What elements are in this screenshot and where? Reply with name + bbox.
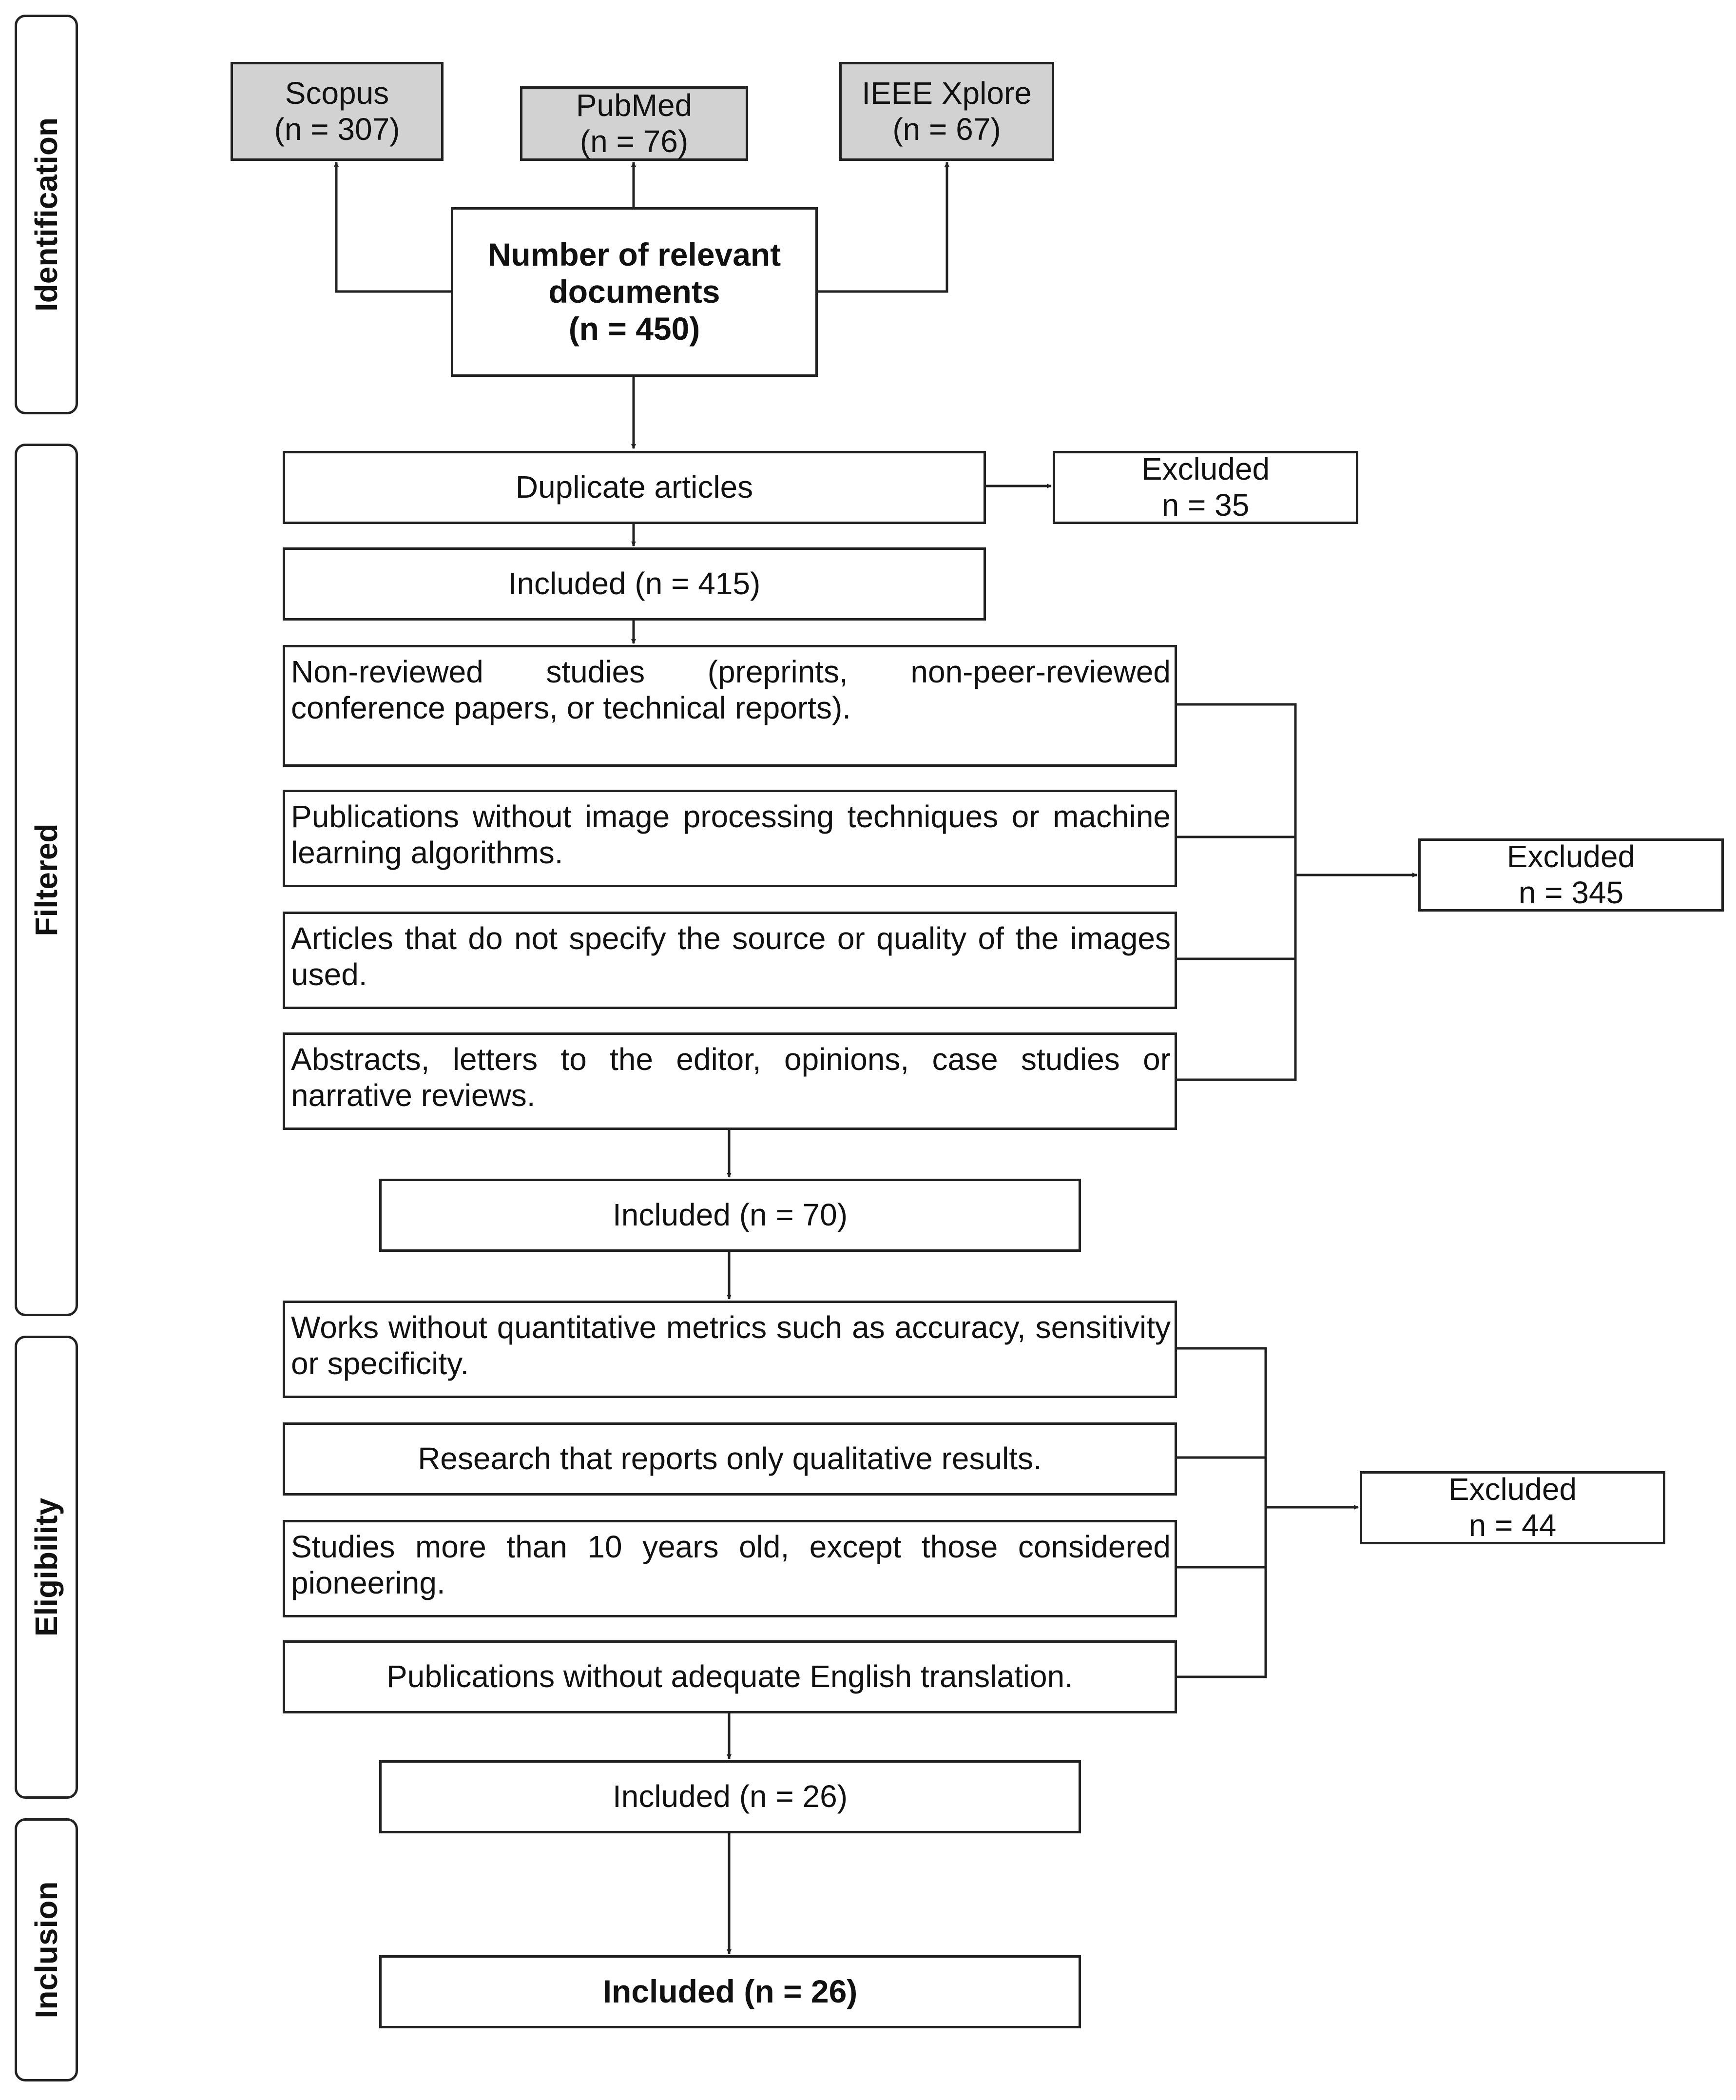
excluded-eligibility: Excluded n = 44 — [1360, 1471, 1665, 1544]
excluded-duplicates-count: n = 35 — [1161, 487, 1250, 523]
stage-inclusion: Inclusion — [15, 1818, 78, 2081]
included-after-filter-label: Included (n = 70) — [612, 1197, 848, 1233]
source-scopus-name: Scopus — [285, 75, 389, 111]
eligibility-criterion-1: Works without quantitative metrics such … — [283, 1301, 1177, 1398]
source-pubmed-count: (n = 76) — [579, 123, 689, 159]
included-after-eligibility: Included (n = 26) — [379, 1760, 1081, 1833]
final-included-label: Included (n = 26) — [602, 1973, 858, 2010]
excluded-filtered-count: n = 345 — [1518, 875, 1624, 910]
included-after-eligibility-label: Included (n = 26) — [612, 1779, 848, 1814]
source-pubmed: PubMed (n = 76) — [520, 86, 748, 161]
filter-criterion-2: Publications without image processing te… — [283, 790, 1177, 887]
eligibility-bracket — [1175, 1347, 1267, 1678]
eligibility-criterion-4-text: Publications without adequate English tr… — [386, 1659, 1073, 1694]
duplicate-articles-label: Duplicate articles — [515, 469, 753, 505]
stage-identification: Identification — [15, 15, 78, 414]
eligibility-criterion-3-text: Studies more than 10 years old, except t… — [291, 1529, 1171, 1600]
arrow-to-scopus — [334, 162, 451, 293]
filter-criterion-2-text: Publications without image processing te… — [291, 799, 1171, 870]
filter-criterion-3-text: Articles that do not specify the source … — [291, 921, 1171, 992]
eligibility-criterion-2: Research that reports only qualitative r… — [283, 1422, 1177, 1496]
relevant-documents: Number of relevant documents (n = 450) — [451, 207, 818, 377]
source-ieee: IEEE Xplore (n = 67) — [839, 62, 1054, 161]
filter-bracket — [1175, 703, 1297, 1081]
source-pubmed-name: PubMed — [576, 87, 693, 123]
excluded-duplicates-label: Excluded — [1141, 451, 1270, 487]
final-included: Included (n = 26) — [379, 1955, 1081, 2028]
source-ieee-name: IEEE Xplore — [862, 75, 1032, 111]
included-after-duplicates: Included (n = 415) — [283, 547, 986, 621]
excluded-duplicates: Excluded n = 35 — [1053, 451, 1358, 524]
included-after-duplicates-label: Included (n = 415) — [508, 566, 761, 602]
filter-criterion-4-text: Abstracts, letters to the editor, opinio… — [291, 1042, 1171, 1113]
source-scopus: Scopus (n = 307) — [231, 62, 444, 161]
relevant-count: (n = 450) — [568, 310, 700, 347]
excluded-filtered: Excluded n = 345 — [1418, 838, 1724, 912]
filter-criterion-3: Articles that do not specify the source … — [283, 912, 1177, 1009]
excluded-eligibility-count: n = 44 — [1468, 1508, 1557, 1543]
filter-criterion-1-text: Non-reviewed studies (preprints, non-pee… — [291, 654, 1171, 725]
source-ieee-count: (n = 67) — [892, 111, 1001, 147]
included-after-filter: Included (n = 70) — [379, 1179, 1081, 1252]
eligibility-criterion-3: Studies more than 10 years old, except t… — [283, 1520, 1177, 1617]
arrow-to-ieee — [816, 162, 949, 293]
filter-criterion-1: Non-reviewed studies (preprints, non-pee… — [283, 645, 1177, 767]
excluded-eligibility-label: Excluded — [1448, 1472, 1577, 1507]
source-scopus-count: (n = 307) — [274, 111, 400, 147]
duplicate-articles: Duplicate articles — [283, 451, 986, 524]
eligibility-criterion-4: Publications without adequate English tr… — [283, 1640, 1177, 1713]
excluded-filtered-label: Excluded — [1506, 839, 1636, 875]
stage-eligibility: Eligibility — [15, 1336, 78, 1799]
eligibility-criterion-2-text: Research that reports only qualitative r… — [418, 1441, 1042, 1477]
eligibility-criterion-1-text: Works without quantitative metrics such … — [291, 1310, 1171, 1381]
stage-filtered: Filtered — [15, 444, 78, 1316]
relevant-line2: documents — [548, 273, 720, 310]
filter-criterion-4: Abstracts, letters to the editor, opinio… — [283, 1032, 1177, 1130]
relevant-line1: Number of relevant — [487, 236, 781, 273]
